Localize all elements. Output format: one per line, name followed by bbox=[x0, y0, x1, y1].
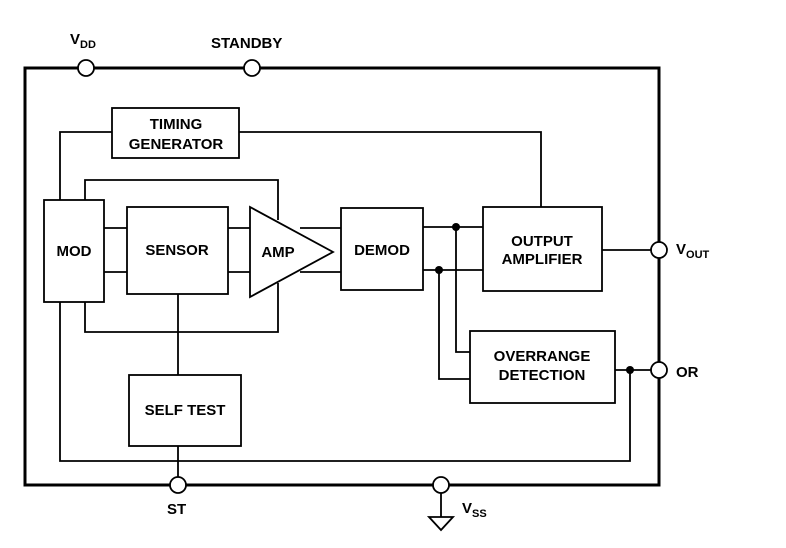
overrange-detection-label-2: DETECTION bbox=[499, 367, 586, 384]
demod-label: DEMOD bbox=[354, 242, 410, 259]
wires bbox=[59, 131, 651, 532]
wire-mod-amp-top bbox=[84, 179, 279, 220]
block-overrange-detection: OVERRANGE DETECTION bbox=[469, 330, 616, 404]
pin-label-vout: VOUT bbox=[676, 241, 710, 261]
output-amplifier-label-1: OUTPUT bbox=[511, 233, 573, 250]
wire-or-feedback bbox=[59, 302, 631, 462]
pin-label-standby: STANDBY bbox=[211, 35, 282, 52]
junction-dot bbox=[435, 266, 443, 274]
block-mod: MOD bbox=[43, 199, 105, 303]
pin-terminal-vss bbox=[432, 476, 450, 494]
block-output-amplifier: OUTPUT AMPLIFIER bbox=[482, 206, 603, 292]
block-timing-generator: TIMING GENERATOR bbox=[111, 107, 240, 159]
pin-terminal-st bbox=[169, 476, 187, 494]
ground-symbol bbox=[426, 516, 456, 532]
pin-terminal-vdd bbox=[77, 59, 95, 77]
pin-label-vss: VSS bbox=[462, 500, 487, 520]
block-amp: AMP bbox=[249, 205, 335, 299]
junction-dot bbox=[626, 366, 634, 374]
block-demod: DEMOD bbox=[340, 207, 424, 291]
timing-generator-label-1: TIMING bbox=[150, 116, 203, 133]
output-amplifier-label-2: AMPLIFIER bbox=[502, 251, 583, 268]
sensor-label: SENSOR bbox=[145, 242, 209, 259]
block-sensor: SENSOR bbox=[126, 206, 229, 295]
amp-label: AMP bbox=[261, 244, 294, 261]
wire-tap-overrange-upper bbox=[455, 227, 470, 353]
pin-label-or: OR bbox=[676, 364, 699, 381]
pin-label-vdd: VDD bbox=[70, 31, 96, 51]
wire-timing-mod bbox=[59, 131, 112, 200]
chip-outline bbox=[23, 66, 661, 487]
junction-dot bbox=[452, 223, 460, 231]
mod-label: MOD bbox=[57, 243, 92, 260]
block-self-test: SELF TEST bbox=[128, 374, 242, 447]
self-test-label: SELF TEST bbox=[145, 402, 226, 419]
wire-timing-output bbox=[239, 131, 542, 207]
pin-terminal-or bbox=[650, 361, 668, 379]
wire-mod-amp-bottom bbox=[84, 283, 279, 333]
pin-label-st: ST bbox=[167, 501, 186, 518]
timing-generator-label-2: GENERATOR bbox=[129, 136, 224, 153]
pin-terminal-standby bbox=[243, 59, 261, 77]
overrange-detection-label-1: OVERRANGE bbox=[494, 348, 591, 365]
pin-terminal-vout bbox=[650, 241, 668, 259]
wire-tap-overrange-lower bbox=[438, 270, 470, 380]
